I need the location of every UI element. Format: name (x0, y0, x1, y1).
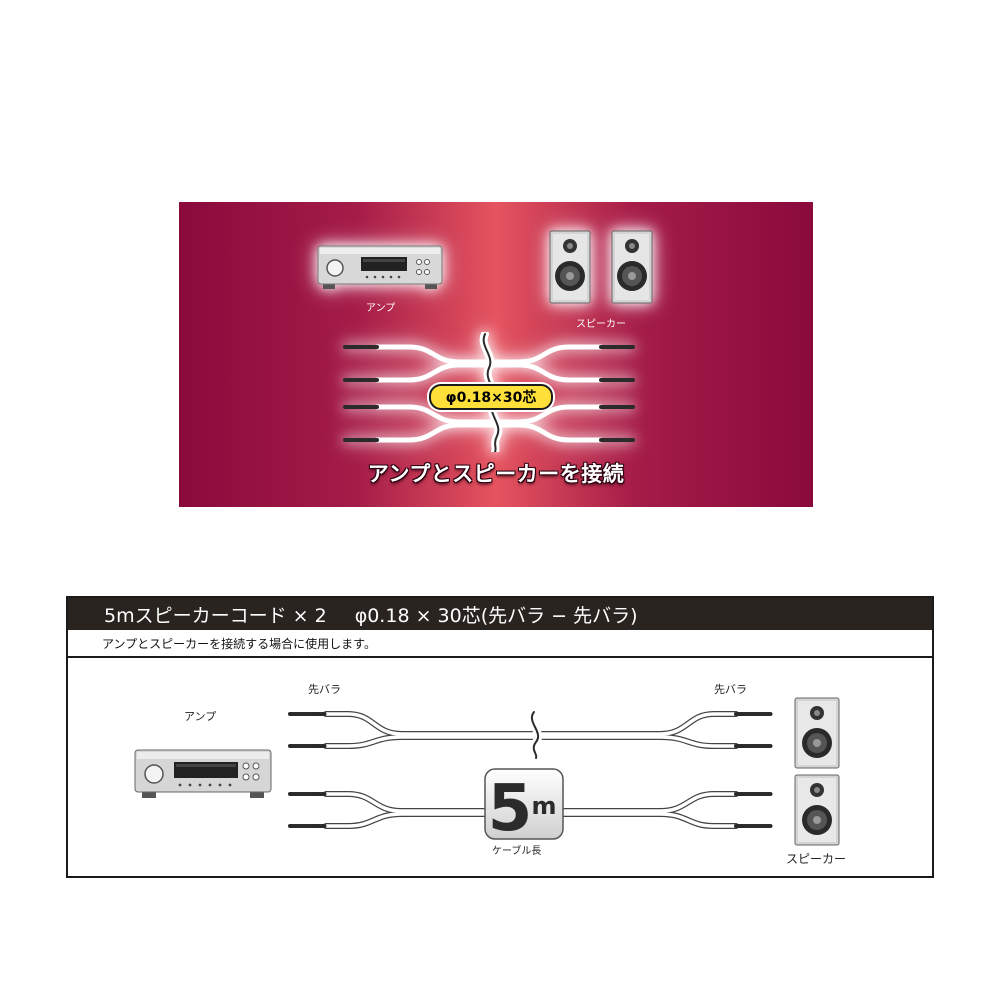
length-value: 5 (488, 772, 533, 842)
product-banner: アンプ スピーカー φ0.18×3 (179, 202, 813, 507)
amplifier-icon (134, 749, 272, 798)
speaker-icon (611, 230, 653, 304)
banner-amp-label: アンプ (366, 303, 396, 314)
banner-caption: アンプとスピーカーを接続 (367, 462, 625, 486)
core-spec-badge: φ0.18×30芯 (429, 384, 553, 410)
length-unit: m (531, 792, 556, 820)
speaker-icon (549, 230, 591, 304)
wire-end-label-left: 先バラ (308, 683, 341, 696)
speaker-icon (794, 697, 840, 769)
banner-speaker-label: スピーカー (576, 319, 626, 330)
spec-subtitle: φ0.18 × 30芯(先バラ − 先バラ) (354, 604, 638, 627)
length-caption: ケーブル長 (492, 846, 542, 857)
spec-description: アンプとスピーカーを接続する場合に使用します。 (68, 630, 932, 658)
speaker-icon (794, 774, 840, 846)
amplifier-icon (317, 245, 443, 289)
spec-panel: 5mスピーカーコード × 2 φ0.18 × 30芯(先バラ − 先バラ) アン… (66, 596, 934, 878)
spec-header: 5mスピーカーコード × 2 φ0.18 × 30芯(先バラ − 先バラ) (68, 598, 932, 630)
spec-speaker-label: スピーカー (786, 852, 847, 866)
spec-title: 5mスピーカーコード × 2 (104, 604, 327, 627)
wire-end-label-right: 先バラ (714, 683, 747, 696)
spec-amp-label: アンプ (184, 710, 217, 723)
cable-length-badge: 5 m (484, 768, 564, 842)
